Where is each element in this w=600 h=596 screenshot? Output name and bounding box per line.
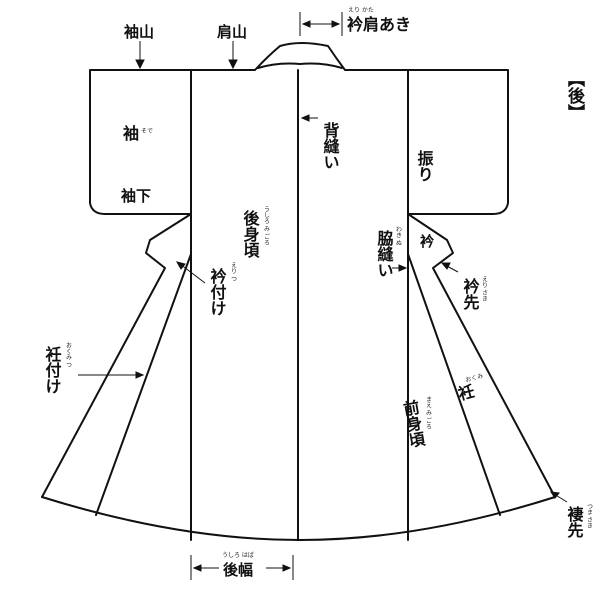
label-waki-nui: 脇縫い: [375, 229, 395, 278]
label-okumi-tsuke: 衽付け: [43, 345, 63, 394]
ruby-eri-kata-aki: えり かた: [348, 7, 374, 14]
ruby-okumi-tsuke: おくみ つ: [65, 342, 72, 368]
ruby-tsuma-saki: つま さき: [586, 503, 593, 529]
left-sleeve-outline: [89, 69, 192, 215]
view-title: 【後】: [564, 70, 585, 121]
ruby-eri-tsuke: えり つ: [230, 262, 237, 282]
ruby-okumi: おくみ: [465, 372, 484, 383]
right-body-edge: [407, 151, 556, 498]
ruby-waki-nui: わき ぬ: [395, 226, 402, 246]
label-eri-kata-aki: 衿肩あき: [347, 15, 411, 34]
label-sode-yama: 袖山: [124, 23, 154, 41]
label-kata-yama: 肩山: [217, 23, 247, 41]
ruby-mae-migoro: まえ み ごろ: [425, 396, 432, 431]
right-sleeve-outline: [407, 69, 509, 215]
collar-inner-curve: [257, 62, 343, 69]
collar-neck-curve: [190, 42, 409, 71]
hem-line: [41, 496, 556, 541]
left-front-overlap-line: [95, 253, 192, 516]
label-sode-shita: 袖下: [121, 187, 151, 205]
left-body-edge: [41, 151, 192, 498]
label-eri-tsuke: 衿付け: [208, 267, 227, 316]
ruby-eri-saki: えり さき: [481, 276, 488, 302]
label-okumi: 衽: [455, 381, 476, 404]
label-sode: 袖: [123, 124, 139, 143]
label-furi: 振り: [415, 149, 434, 182]
label-tsuma-saki: 褄先: [565, 505, 584, 539]
ruby-ushiro-haba: うしろ はば: [222, 551, 254, 559]
label-eri-saki: 衿先: [461, 277, 480, 311]
label-ushiro-migoro: 後身頃: [241, 209, 260, 259]
ruby-ushiro-migoro: うしろ み ごろ: [263, 206, 270, 247]
label-mae-migoro: 前身頃: [399, 398, 426, 451]
ruby-sode: そで: [141, 128, 153, 135]
label-ushiro-haba: 後幅: [222, 561, 253, 579]
right-front-overlap-line: [407, 253, 501, 516]
label-eri: 衿: [418, 233, 434, 249]
label-se-nui: 背縫い: [321, 121, 341, 170]
